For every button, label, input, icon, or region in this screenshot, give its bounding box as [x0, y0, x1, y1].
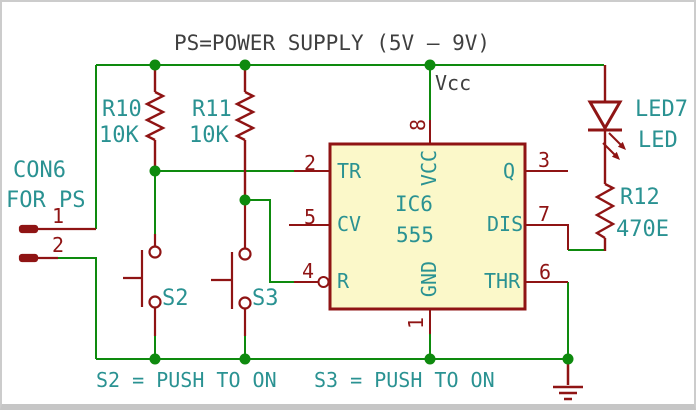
r12-ref-label: R12	[620, 185, 660, 210]
switch-s2-contact-top	[148, 245, 162, 259]
ic6-pin-num-1: 1	[404, 316, 428, 330]
led-led7	[587, 65, 626, 160]
switch-s3-plunger	[211, 252, 234, 309]
wire-reset	[245, 199, 294, 283]
ic6-ref-label: IC6	[395, 192, 433, 216]
con6-pin2-number: 2	[52, 233, 65, 257]
ic6-pin-num-8: 8	[406, 118, 430, 132]
junction-dot	[424, 59, 436, 71]
ic6-value-label: 555	[396, 223, 434, 247]
resistor-r12	[594, 130, 616, 251]
switch-s3	[211, 200, 252, 336]
led-arrow-head-2	[611, 151, 620, 160]
resistor-r12-zigzag	[594, 182, 616, 240]
junction-dot	[149, 165, 161, 177]
junction-dot	[239, 353, 251, 365]
resistor-r11	[234, 65, 256, 200]
r12-value-label: 470E	[616, 217, 669, 242]
caption-s3: S3 = PUSH TO ON	[314, 368, 495, 392]
ic6-pin-name-dis: DIS	[487, 212, 524, 236]
ic6-pin-name-thr: THR	[484, 269, 521, 293]
wire-con6-pin2	[58, 257, 97, 359]
con6-pad-1	[18, 224, 39, 234]
con6-pin1-number: 1	[52, 204, 65, 228]
s3-ref-label: S3	[252, 286, 279, 311]
switch-s2	[123, 234, 162, 336]
junction-dot	[424, 353, 436, 365]
con6-pad-2	[18, 253, 39, 263]
ic6-pin-num-5: 5	[304, 205, 317, 229]
junction-dot	[239, 59, 251, 71]
ic6-pin-num-7: 7	[538, 202, 551, 226]
stub-dis	[525, 224, 569, 250]
led-triangle	[587, 100, 623, 132]
reset-inversion-bubble	[317, 276, 330, 288]
resistor-r10	[144, 65, 166, 171]
ic6-pin-num-2: 2	[304, 151, 317, 175]
led7-ref-label: LED7	[635, 97, 688, 122]
ground-symbol	[553, 359, 583, 401]
vcc-net-label: Vcc	[435, 71, 472, 95]
con6-note-label: FOR PS	[6, 188, 86, 213]
ic6-pin-name-r: R	[337, 269, 350, 293]
junction-dot	[239, 194, 251, 206]
ic6-pin-num-3: 3	[538, 148, 551, 172]
junction-dot	[562, 353, 574, 365]
ic6-pin-name-cv: CV	[337, 212, 362, 236]
switch-s2-contact-bottom	[148, 295, 162, 309]
r10-ref-label: R10	[102, 97, 142, 122]
s2-ref-label: S2	[162, 286, 189, 311]
ic6-pin-name-q: Q	[503, 159, 516, 183]
con6-ref-label: CON6	[13, 158, 66, 183]
resistor-r11-zigzag	[234, 90, 256, 142]
ic6-body	[328, 142, 527, 311]
connector-con6	[18, 224, 96, 263]
junction-dot	[149, 59, 161, 71]
r11-value-label: 10K	[189, 123, 229, 148]
resistor-r10-zigzag	[144, 90, 166, 142]
switch-s3-contact-top	[238, 247, 252, 261]
junction-dots	[149, 59, 574, 365]
schematic-canvas	[18, 59, 626, 401]
ic6-pin-num-6: 6	[539, 260, 552, 284]
r10-value-label: 10K	[99, 123, 139, 148]
ic-pin-stubs	[289, 120, 569, 334]
switch-s3-contact-bottom	[238, 296, 252, 310]
wire-dis-r12	[568, 242, 606, 251]
led7-value-label: LED	[638, 128, 678, 153]
ic6-pin-num-4: 4	[302, 259, 315, 283]
led-arrow-head-1	[617, 141, 626, 150]
schematic-title: PS=POWER SUPPLY (5V – 9V)	[173, 31, 491, 55]
ic6-pin-name-tr: TR	[337, 159, 362, 183]
switch-s2-plunger	[123, 250, 144, 307]
junction-dot	[149, 353, 161, 365]
r11-ref-label: R11	[192, 97, 232, 122]
caption-s2: S2 = PUSH TO ON	[96, 368, 277, 392]
